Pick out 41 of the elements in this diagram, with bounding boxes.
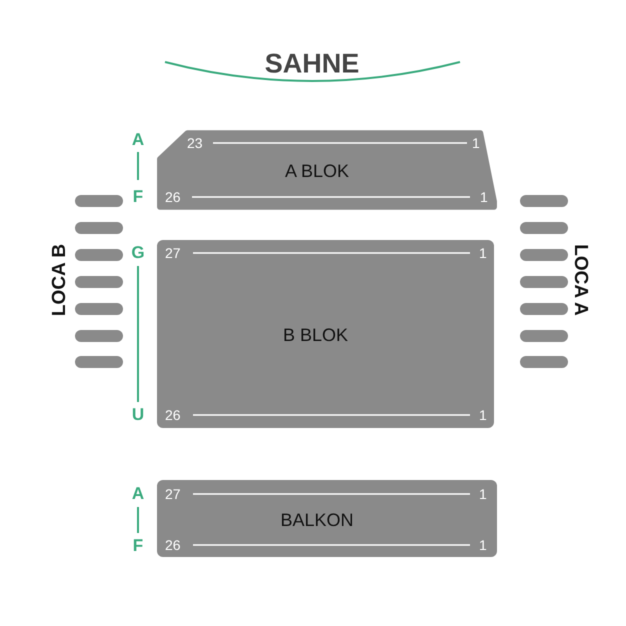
box-seat-bar: [75, 195, 123, 207]
seat-number: 1: [479, 245, 487, 261]
seating-block: [157, 130, 497, 210]
box-seat-bar: [520, 195, 568, 207]
box-section-label: LOCA B: [50, 244, 70, 316]
row-letter: F: [132, 188, 144, 206]
seat-number: 1: [480, 189, 488, 205]
seat-number: 1: [479, 486, 487, 502]
box-seat-bar: [520, 356, 568, 368]
row-letter: A: [132, 485, 144, 503]
block-label: A BLOK: [284, 161, 350, 181]
box-seat-bar: [520, 276, 568, 288]
box-seat-bar: [520, 330, 568, 342]
box-seat-bar: [520, 249, 568, 261]
row-letter: G: [131, 244, 145, 262]
stage-label: SAHNE: [264, 48, 360, 80]
box-seat-bar: [520, 303, 568, 315]
seat-number: 1: [472, 135, 480, 151]
box-seat-bar: [520, 222, 568, 234]
seat-number: 1: [479, 407, 487, 423]
block-label: B BLOK: [282, 325, 348, 345]
seat-number: 26: [165, 537, 181, 553]
box-seat-bar: [75, 222, 123, 234]
seating-block: [157, 480, 497, 557]
box-seat-bar: [75, 303, 123, 315]
seat-number: 27: [165, 486, 181, 502]
box-seat-bar: [75, 249, 123, 261]
block-label: BALKON: [280, 510, 354, 530]
seat-number: 26: [165, 189, 181, 205]
box-seat-bar: [75, 276, 123, 288]
box-section-label: LOCA A: [570, 244, 590, 316]
box-seat-bar: [75, 330, 123, 342]
row-letter: A: [132, 131, 144, 149]
seat-number: 27: [165, 245, 181, 261]
seat-number: 1: [479, 537, 487, 553]
seat-number: 23: [187, 135, 203, 151]
seat-number: 26: [165, 407, 181, 423]
seating-block: [157, 240, 494, 428]
box-seat-bar: [75, 356, 123, 368]
row-letter: F: [132, 537, 144, 555]
row-letter: U: [132, 406, 144, 424]
